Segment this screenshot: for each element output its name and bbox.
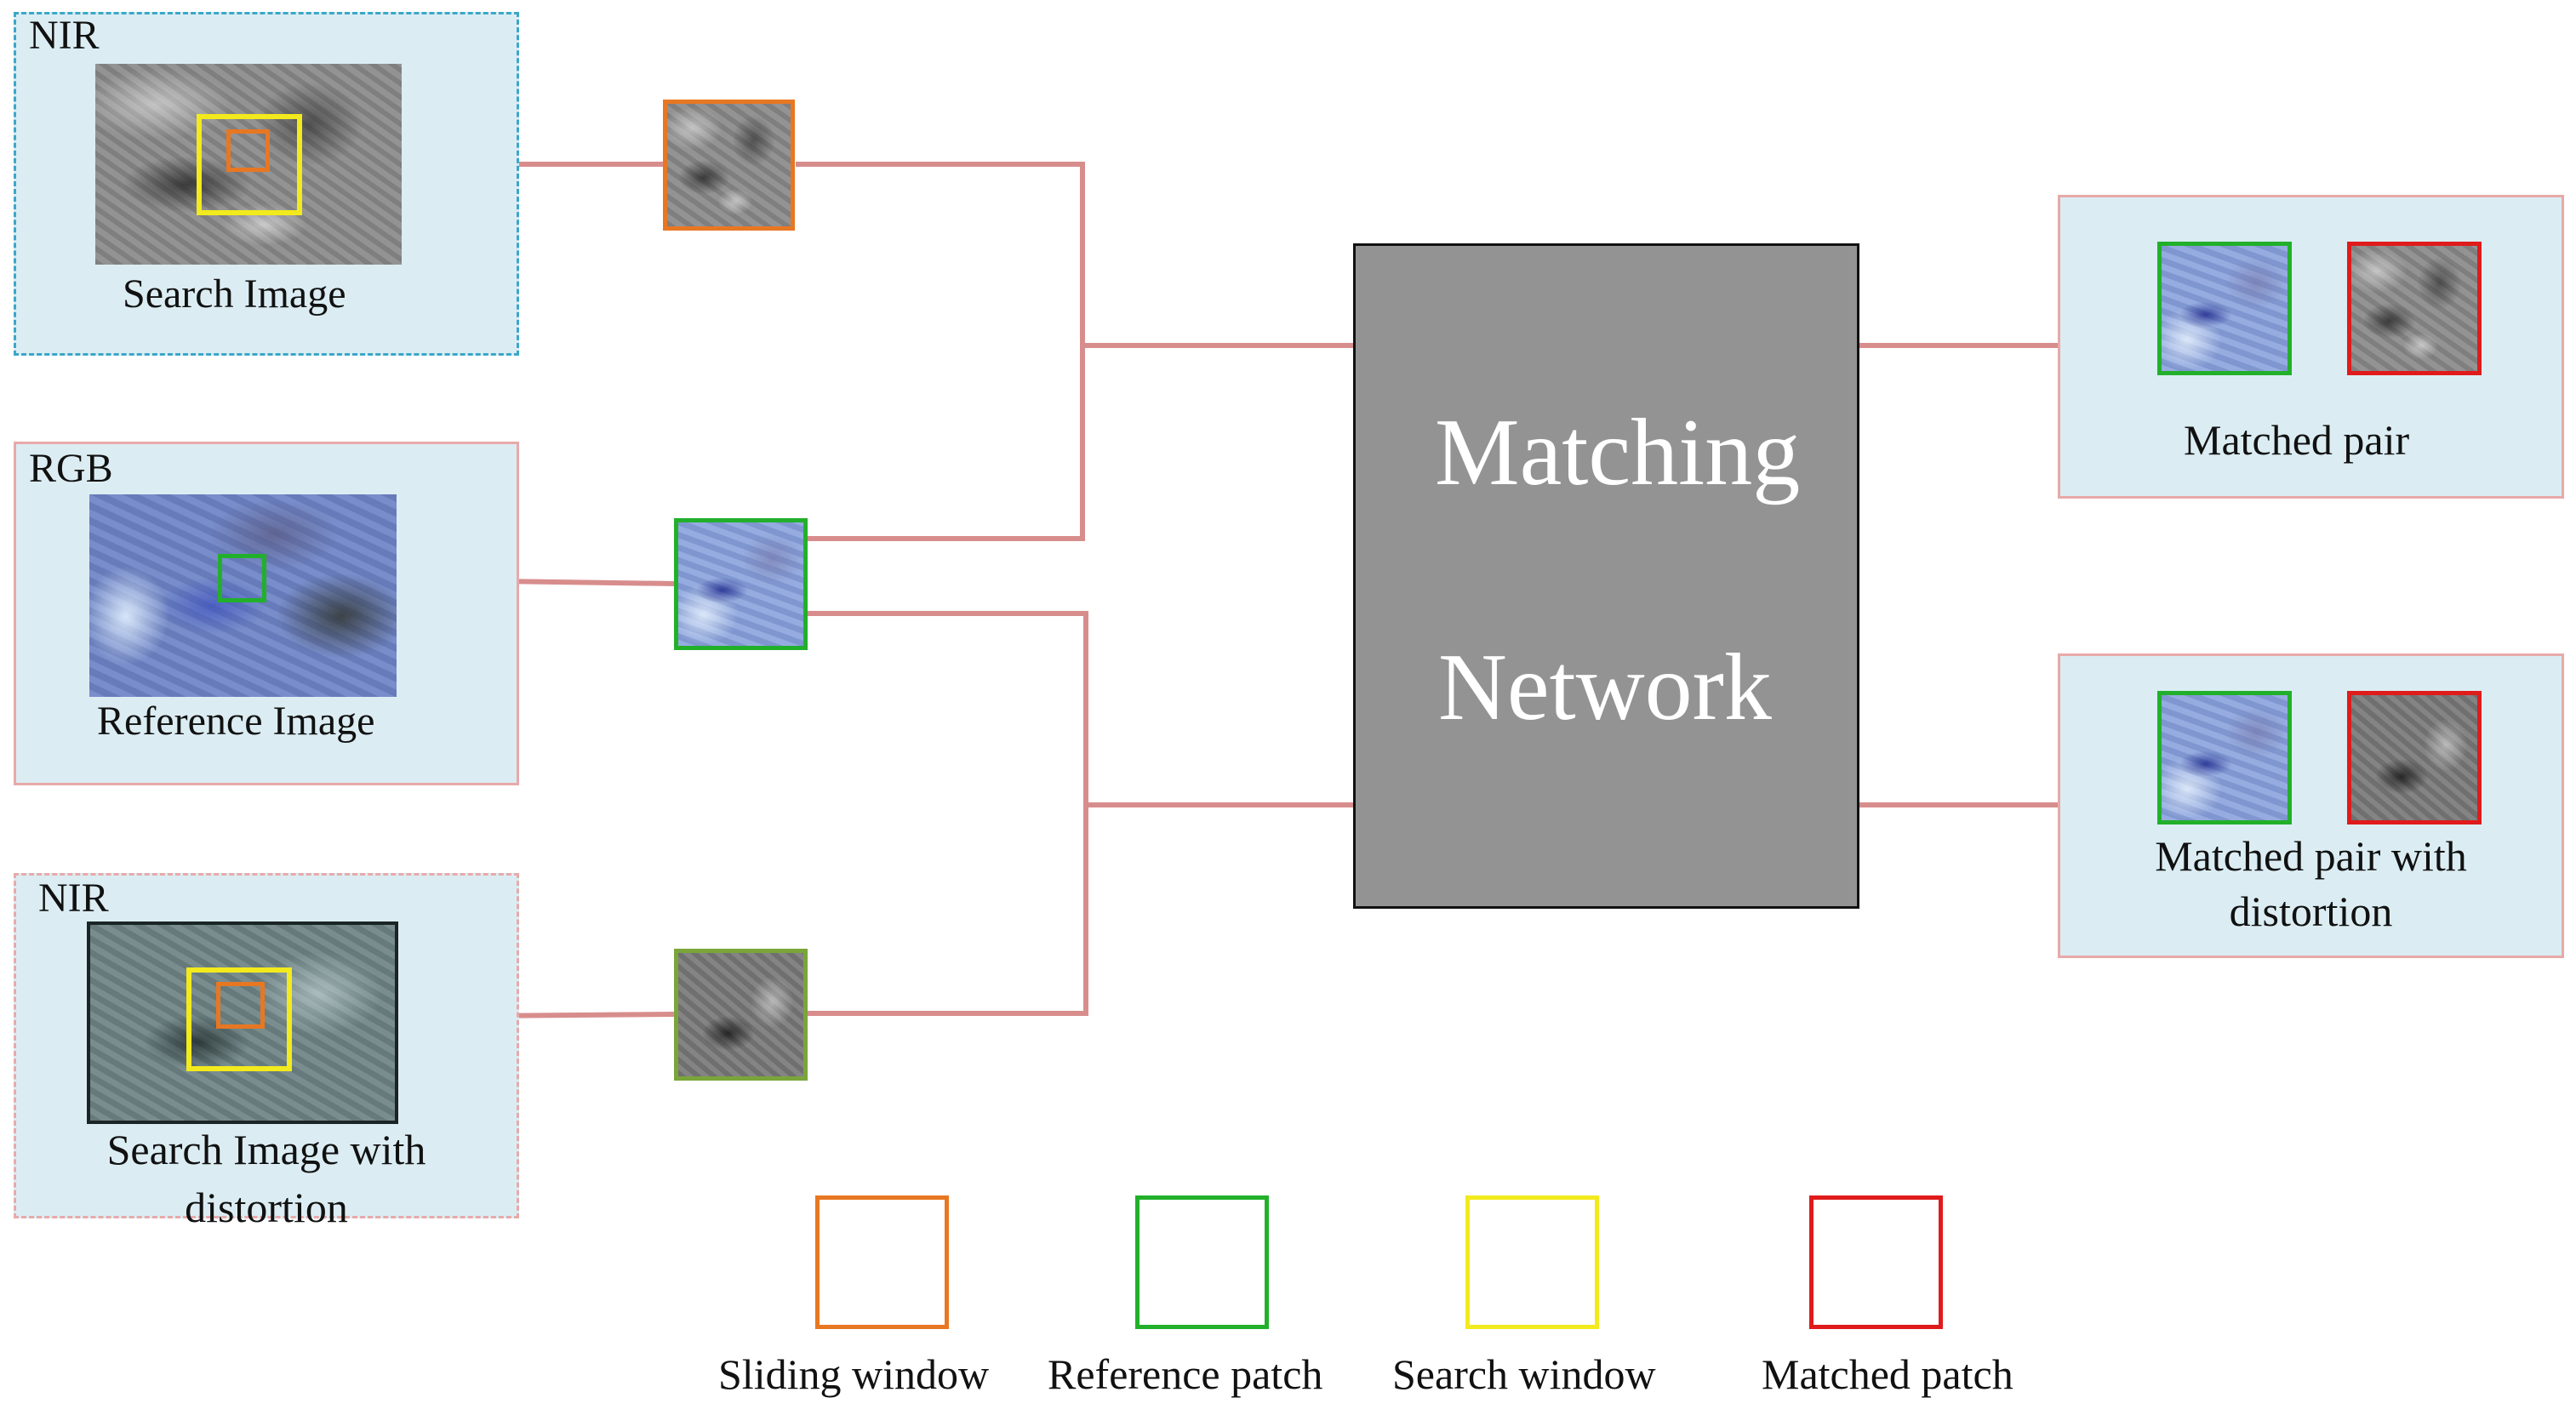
search-image-tag: NIR — [29, 13, 100, 58]
legend-label-reference-patch: Reference patch — [1048, 1350, 1323, 1398]
legend-swatch-sliding-window — [815, 1195, 949, 1329]
matched-pair-distortion-caption: Matched pair with distortion — [2058, 829, 2564, 939]
search-window-box — [197, 114, 302, 215]
legend-swatch-search-window — [1465, 1195, 1599, 1329]
sliding-window-box — [226, 129, 270, 172]
distortion-matched-patch — [2347, 691, 2482, 824]
distorted-image-thumbnail — [87, 921, 398, 1124]
distorted-caption-line1: Search Image with — [106, 1126, 426, 1173]
sliding-window-patch — [663, 100, 795, 231]
legend-swatch-matched-patch — [1809, 1195, 1943, 1329]
reference-window-box — [218, 554, 266, 602]
legend-swatch-reference-patch — [1135, 1195, 1269, 1329]
reference-image-caption: Reference Image — [97, 699, 375, 744]
reference-patch — [674, 518, 808, 650]
search-image-thumbnail — [95, 64, 402, 265]
matched-pair-caption: Matched pair — [2184, 416, 2410, 464]
legend-label-sliding-window: Sliding window — [718, 1350, 990, 1398]
legend-label-search-window: Search window — [1392, 1350, 1656, 1398]
distorted-image-caption: Search Image with distortion — [14, 1121, 519, 1236]
distorted-sliding-window-box — [216, 982, 265, 1029]
legend-label-matched-patch: Matched patch — [1762, 1350, 2013, 1398]
network-title-line2: Network — [1438, 635, 1772, 740]
distortion-caption-line1: Matched pair with — [2155, 832, 2467, 880]
reference-image-thumbnail — [89, 494, 397, 697]
matching-network-box — [1353, 243, 1859, 909]
matched-reference-patch — [2157, 242, 2292, 375]
distorted-search-window-box — [186, 967, 292, 1071]
distorted-caption-line2: distortion — [185, 1183, 348, 1231]
distorted-image-tag: NIR — [38, 876, 109, 921]
matched-search-patch — [2347, 242, 2482, 375]
network-title-line1: Matching — [1435, 400, 1801, 505]
distortion-reference-patch — [2157, 691, 2292, 824]
reference-image-tag: RGB — [29, 446, 113, 491]
search-image-caption: Search Image — [123, 271, 346, 317]
distortion-caption-line2: distortion — [2229, 887, 2393, 935]
distorted-patch — [674, 949, 808, 1081]
